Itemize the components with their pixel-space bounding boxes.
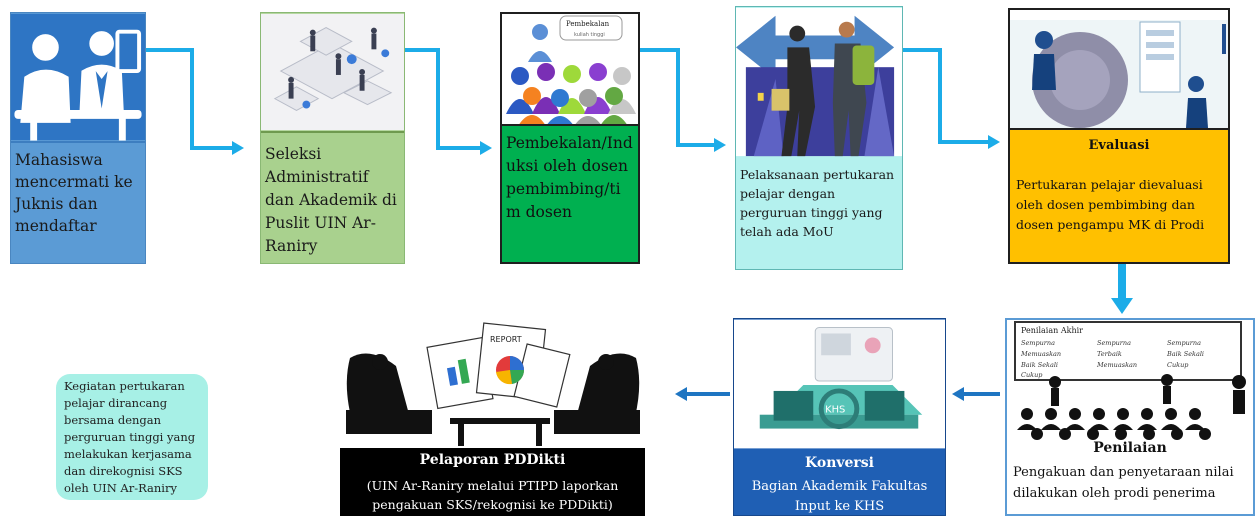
arrow-5-head bbox=[1111, 298, 1133, 314]
evaluation-illustration bbox=[1010, 10, 1228, 128]
step-2-caption: Seleksi Administratif dan Akademik di Pu… bbox=[261, 131, 404, 263]
step-7-text: Bagian Akademik Fakultas Input ke KHS bbox=[751, 479, 928, 514]
board-word-4: Cukup bbox=[1021, 371, 1043, 379]
step-3-caption: Pembekalan/Induksi oleh dosen pembimbing… bbox=[502, 124, 638, 262]
step-8-text: (UIN Ar-Raniry melalui PTIPD laporkan pe… bbox=[366, 478, 619, 512]
step-3-card: Pembekalan kuliah tinggi Pembekalan/Indu… bbox=[500, 12, 640, 264]
board-word-9: Baik Sekali bbox=[1166, 350, 1204, 358]
arrow-6-head bbox=[952, 387, 964, 401]
board-word-3: Baik Sekali bbox=[1020, 361, 1058, 369]
board-word-10: Cukup bbox=[1167, 361, 1189, 369]
bubble-sub: kuliah tinggi bbox=[574, 32, 605, 38]
reporting-meeting-illustration: REPORT bbox=[340, 318, 645, 448]
step-6-title: Penilaian bbox=[1093, 440, 1167, 456]
arrow-7-head bbox=[675, 387, 687, 401]
board-word-2: Memuaskan bbox=[1020, 350, 1061, 358]
arrow-1-head bbox=[232, 141, 244, 155]
arrow-1-line bbox=[146, 48, 232, 150]
step-6-text: Pengakuan dan penyetaraan nilai dilakuka… bbox=[1013, 465, 1234, 501]
registration-illustration bbox=[11, 13, 145, 141]
step-7-caption: Konversi Bagian Akademik Fakultas Input … bbox=[734, 449, 945, 515]
step-2-text: Seleksi Administratif dan Akademik di Pu… bbox=[265, 145, 397, 255]
board-word-5: Sempurna bbox=[1097, 339, 1131, 347]
step-8-title: Pelaporan PDDikti bbox=[419, 452, 566, 468]
report-label: REPORT bbox=[490, 335, 522, 344]
note-box: Kegiatan pertukaran pelajar dirancang be… bbox=[56, 374, 208, 500]
arrow-4-line bbox=[903, 48, 988, 144]
step-5-text: Pertukaran pelajar dievaluasi oleh dosen… bbox=[1016, 177, 1205, 232]
bubble-title: Pembekalan bbox=[566, 20, 610, 28]
step-6-card: Penilaian Akhir Sempurna Memuaskan Baik … bbox=[1005, 318, 1255, 516]
note-text: Kegiatan pertukaran pelajar dirancang be… bbox=[64, 379, 196, 495]
exchange-travel-illustration bbox=[736, 7, 902, 157]
step-8-caption: Pelaporan PDDikti (UIN Ar-Raniry melalui… bbox=[340, 448, 645, 516]
step-5-card: Evaluasi Pertukaran pelajar dievaluasi o… bbox=[1008, 8, 1230, 264]
arrow-3-head bbox=[714, 138, 726, 152]
step-3-text: Pembekalan/Induksi oleh dosen pembimbing… bbox=[506, 134, 633, 221]
arrow-2-line bbox=[405, 48, 480, 150]
step-7-card: KHS Konversi Bagian Akademik Fakultas In… bbox=[733, 318, 946, 516]
board-title: Penilaian Akhir bbox=[1021, 326, 1083, 335]
khs-label: KHS bbox=[825, 405, 845, 416]
step-2-card: Seleksi Administratif dan Akademik di Pu… bbox=[260, 12, 405, 264]
arrow-3-line bbox=[640, 48, 714, 147]
step-1-caption: Mahasiswa mencermati ke Juknis dan menda… bbox=[11, 141, 145, 263]
step-4-text: Pelaksanaan pertukaran pelajar dengan pe… bbox=[740, 167, 895, 239]
step-8-card: REPORT Pelaporan PDDikti (UIN Ar-Raniry … bbox=[340, 318, 645, 516]
board-word-6: Terbaik bbox=[1097, 350, 1122, 358]
step-6-caption: Penilaian Pengakuan dan penyetaraan nila… bbox=[1007, 440, 1253, 514]
step-5-caption: Evaluasi Pertukaran pelajar dievaluasi o… bbox=[1010, 128, 1228, 262]
board-word-7: Memuaskan bbox=[1096, 361, 1137, 369]
board-word-1: Sempurna bbox=[1021, 339, 1055, 347]
selection-isometric-illustration bbox=[261, 13, 404, 131]
step-1-card: Mahasiswa mencermati ke Juknis dan menda… bbox=[10, 12, 146, 264]
conversion-khs-illustration: KHS bbox=[734, 319, 945, 449]
arrow-4-head bbox=[988, 135, 1000, 149]
arrow-2-head bbox=[480, 141, 492, 155]
step-4-card: Pelaksanaan pertukaran pelajar dengan pe… bbox=[735, 6, 903, 270]
step-1-text: Mahasiswa mencermati ke Juknis dan menda… bbox=[15, 151, 133, 235]
step-7-title: Konversi bbox=[805, 455, 874, 471]
board-word-8: Sempurna bbox=[1167, 339, 1201, 347]
grading-classroom-illustration: Penilaian Akhir Sempurna Memuaskan Baik … bbox=[1014, 321, 1246, 440]
induction-crowd-illustration: Pembekalan kuliah tinggi bbox=[502, 14, 638, 124]
step-4-caption: Pelaksanaan pertukaran pelajar dengan pe… bbox=[736, 157, 902, 269]
step-5-title: Evaluasi bbox=[1088, 138, 1150, 153]
